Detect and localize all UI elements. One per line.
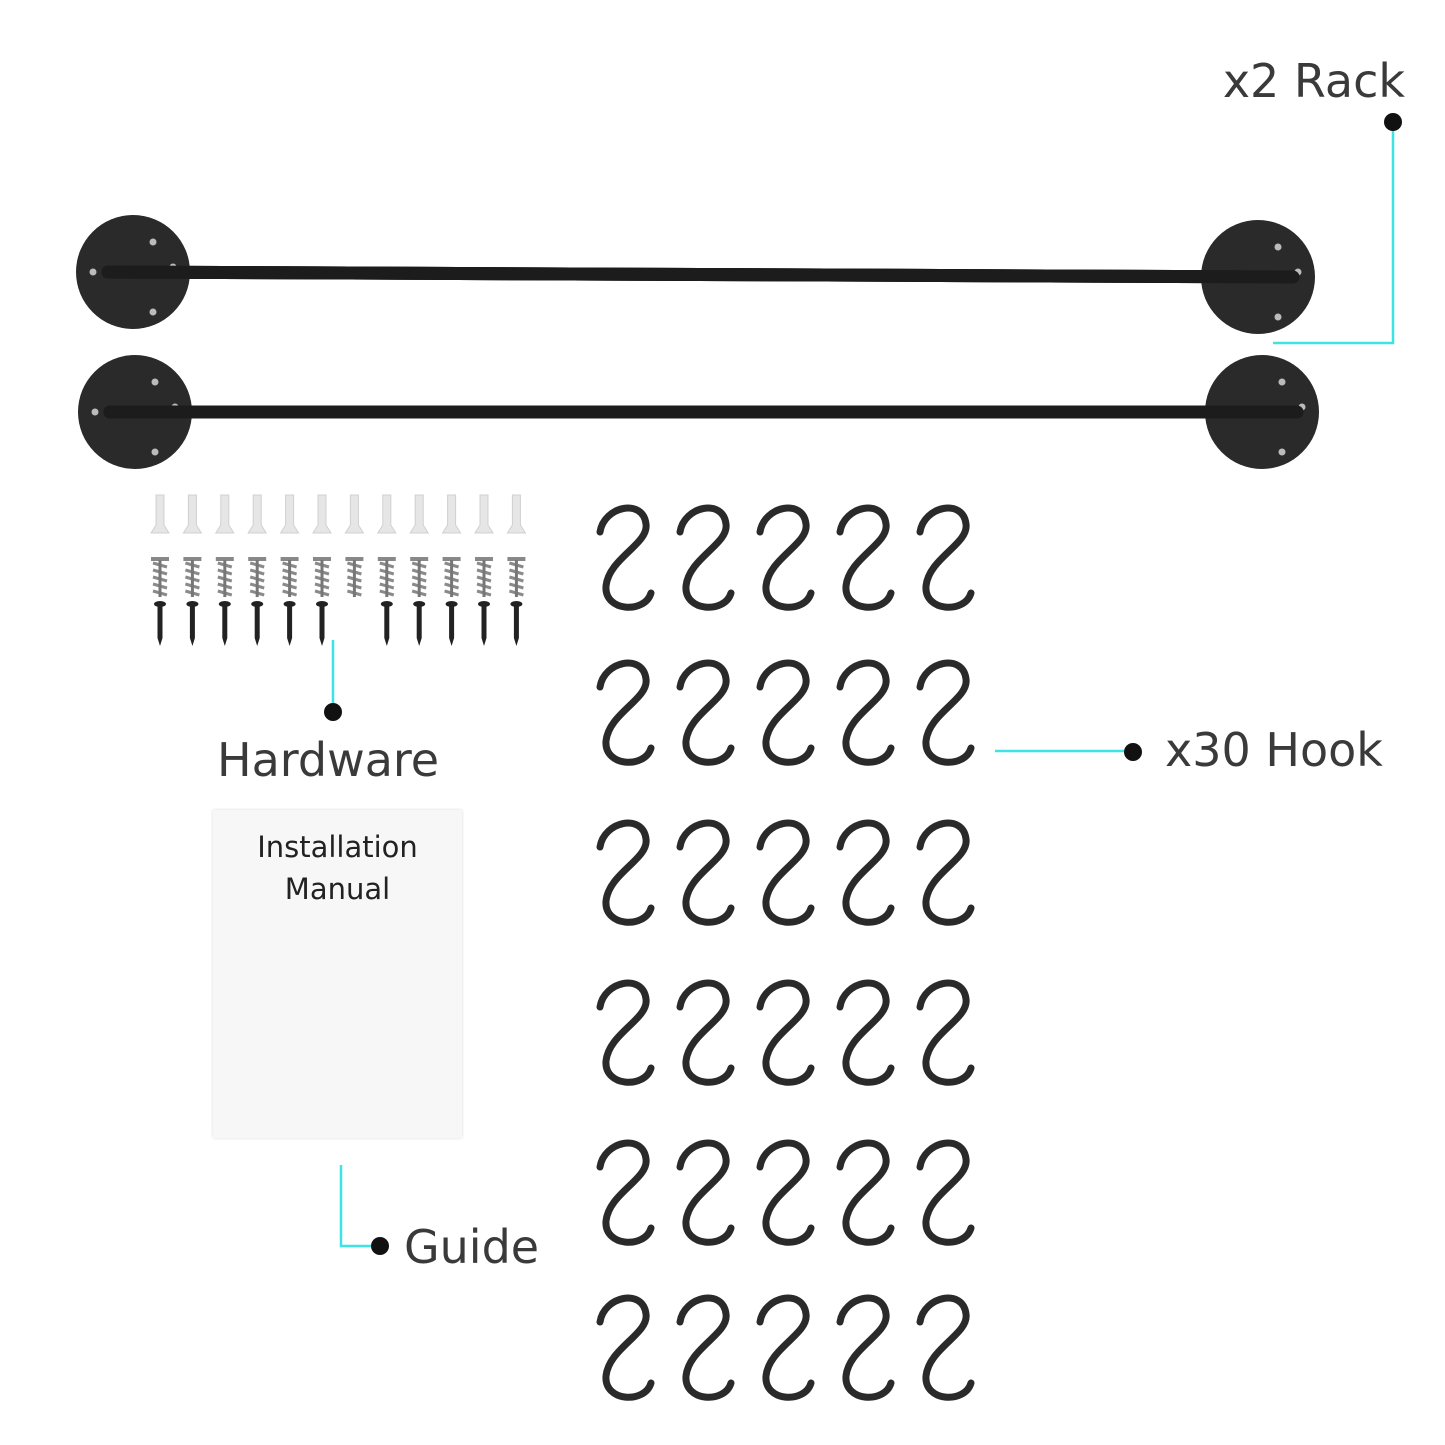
wall-anchor — [150, 494, 170, 534]
rack-bar — [101, 265, 1300, 284]
drywall-anchor — [345, 557, 364, 597]
wall-anchor — [344, 494, 365, 534]
s-hook — [756, 1139, 815, 1246]
s-hook — [836, 979, 895, 1086]
wall-anchor — [441, 494, 462, 534]
screw-hole — [1274, 243, 1282, 251]
installation-manual: Installation Manual — [213, 810, 462, 1138]
screw-hole — [1278, 448, 1286, 456]
s-hook — [916, 1139, 975, 1246]
manual-title-line2: Manual — [284, 872, 391, 906]
wall-anchor — [247, 494, 268, 534]
screw — [413, 601, 426, 646]
s-hook — [756, 819, 815, 926]
s-hook — [916, 819, 975, 926]
screw-hole — [1278, 378, 1286, 386]
rack — [78, 355, 1319, 469]
drywall-anchor — [410, 557, 429, 597]
s-hook — [596, 1294, 655, 1401]
rack-callout-line — [1273, 122, 1395, 345]
drywall-anchor — [183, 557, 202, 597]
screw — [510, 601, 523, 646]
screw-hole — [89, 268, 97, 276]
screw — [478, 601, 490, 646]
hooks-grid — [596, 504, 975, 1401]
screw — [316, 601, 328, 646]
screw — [283, 601, 296, 646]
rack — [76, 215, 1315, 334]
s-hook — [916, 1294, 975, 1401]
racks — [76, 215, 1319, 469]
screw-hole — [151, 378, 159, 386]
manual-title-line1: Installation — [257, 830, 418, 864]
s-hook — [836, 659, 895, 766]
screw-hole — [91, 408, 99, 416]
wall-anchor — [409, 494, 430, 534]
wall-anchor — [279, 494, 300, 534]
hardware-set — [150, 494, 527, 646]
hook-label: x30 Hook — [1165, 723, 1383, 777]
s-hook — [676, 659, 735, 766]
s-hook — [836, 819, 895, 926]
screw-hole — [149, 308, 157, 316]
guide-callout-line — [339, 1165, 380, 1248]
s-hook — [756, 1294, 815, 1401]
drywall-anchor — [507, 557, 526, 597]
hardware-callout-dot — [324, 703, 342, 721]
s-hook — [916, 659, 975, 766]
screw — [218, 601, 231, 646]
s-hook — [676, 504, 735, 611]
rack-label: x2 Rack — [1222, 54, 1405, 108]
s-hook — [836, 1294, 895, 1401]
s-hook — [916, 979, 975, 1086]
s-hook — [756, 979, 815, 1086]
s-hook — [756, 504, 815, 611]
s-hook — [756, 659, 815, 766]
rack-callout-dot — [1384, 113, 1402, 131]
screw — [154, 601, 166, 646]
s-hook — [676, 979, 735, 1086]
s-hook — [596, 504, 655, 611]
s-hook — [676, 1139, 735, 1246]
guide-callout-dot — [371, 1237, 389, 1255]
wall-anchor — [376, 494, 397, 534]
wall-anchor — [474, 494, 494, 534]
s-hook — [676, 1294, 735, 1401]
callouts — [324, 113, 1402, 1255]
screw-hole — [149, 238, 157, 246]
s-hook — [596, 819, 655, 926]
drywall-anchor — [151, 557, 169, 597]
wall-anchor — [214, 494, 235, 534]
screw — [445, 601, 458, 646]
screw — [186, 601, 199, 646]
drywall-anchor — [377, 557, 396, 597]
hook-callout-dot — [1124, 743, 1142, 761]
screw — [251, 601, 264, 646]
wall-anchor — [312, 494, 332, 534]
s-hook — [676, 819, 735, 926]
s-hook — [596, 659, 655, 766]
hardware-label: Hardware — [217, 733, 440, 787]
drywall-anchor — [248, 557, 267, 597]
drywall-anchor — [215, 557, 234, 597]
s-hook — [836, 1139, 895, 1246]
s-hook — [916, 504, 975, 611]
screw-hole — [1274, 313, 1282, 321]
screw — [380, 601, 393, 646]
drywall-anchor — [475, 557, 493, 597]
s-hook — [596, 979, 655, 1086]
guide-label: Guide — [404, 1220, 540, 1274]
wall-anchor — [182, 494, 203, 534]
drywall-anchor — [280, 557, 299, 597]
screw-hole — [151, 448, 159, 456]
wall-anchor — [506, 494, 527, 534]
drywall-anchor — [313, 557, 331, 597]
drywall-anchor — [442, 557, 461, 597]
s-hook — [836, 504, 895, 611]
s-hook — [596, 1139, 655, 1246]
